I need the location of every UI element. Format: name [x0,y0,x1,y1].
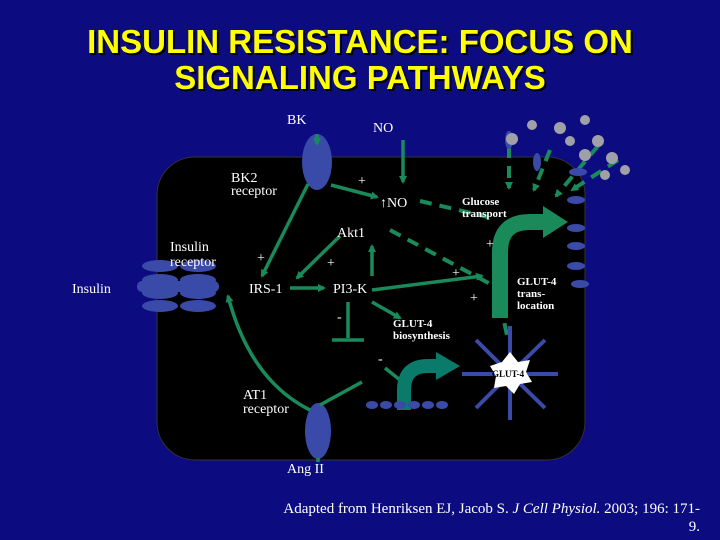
insulin-receptor-shape [137,260,219,312]
label-plus-mid: + [327,256,335,271]
at1-receptor-shape [305,403,331,459]
arrow-pi3k-to-glut-bio [371,300,402,320]
label-glut4-bio-2: biosynthesis [393,330,450,342]
citation: Adapted from Henriksen EJ, Jacob S. J Ce… [200,500,700,536]
label-akt1: Akt1 [337,226,365,241]
glut-bio-arrowhead [436,352,460,380]
dashed-glucose-3 [554,144,600,198]
label-irs1: IRS-1 [249,282,283,297]
label-glut4-trans-2: trans- [517,288,546,300]
label-plus-pi3k: + [452,266,460,281]
label-minus-pi3k: - [337,310,342,325]
label-plus-left: + [257,251,265,266]
label-pi3k: PI3-K [333,282,368,297]
glucose-molecules [506,115,630,180]
label-plus-bk: + [358,174,366,189]
label-no-top: NO [373,121,394,136]
bk2-receptor-shape [302,134,332,190]
label-at1-receptor-2: receptor [243,402,289,417]
arrow-akt1-to-irs1 [295,234,342,280]
inhibit-bar-at1 [383,366,402,382]
arrow-bk2-to-no [330,183,379,200]
label-bk2-receptor-2: receptor [231,184,277,199]
label-glut4-trans-1: GLUT-4 [517,276,557,288]
label-bk2-receptor-1: BK2 [231,171,258,186]
arrow-pi3k-to-glut [371,272,484,292]
label-glut4-vesicle: GLUT-4 [492,369,525,379]
label-up-no: ↑NO [380,196,408,211]
glut4-vesicle-core [490,352,532,394]
slide-title-line1: INSULIN RESISTANCE: FOCUS ON [87,23,633,60]
dashed-glucose-4 [570,158,620,192]
label-at1-receptor-1: AT1 [243,388,268,403]
label-minus-lower: - [378,352,383,367]
citation-prefix: Adapted from Henriksen EJ, Jacob S. [283,501,513,517]
citation-journal: J Cell Physiol. [512,501,601,517]
glucose-transport-arrow [492,214,545,318]
label-ang2: Ang II [287,462,324,477]
dashed-no-to-glucose [419,199,489,219]
label-glucose-transport-1: Glucose [462,196,500,208]
label-insulin-receptor-2: receptor [170,255,216,270]
slide-title-line2: SIGNALING PATHWAYS [174,59,546,96]
citation-line2: 9. [688,519,700,535]
glucose-transport-arrowhead [543,206,568,238]
arrow-at1-curve-stem [319,380,363,407]
glut-bio-arrow [397,359,438,410]
label-insulin-receptor-1: Insulin [170,240,209,255]
glut4-protein-chain [366,401,448,409]
label-glut4-bio-1: GLUT-4 [393,318,433,330]
label-glut4-trans-3: location [517,300,555,312]
label-plus-akt-right: + [486,237,494,252]
label-insulin: Insulin [72,282,111,297]
citation-suffix: 2003; 196: 171- [600,501,700,517]
label-glucose-transport-2: transport [462,208,507,220]
label-plus-lower: + [470,291,478,306]
dashed-glucose-2 [532,149,552,192]
arrow-bk2-to-irs1 [260,183,310,278]
label-bk: BK [287,113,307,128]
arrow-at1-to-irs1 [225,294,311,412]
